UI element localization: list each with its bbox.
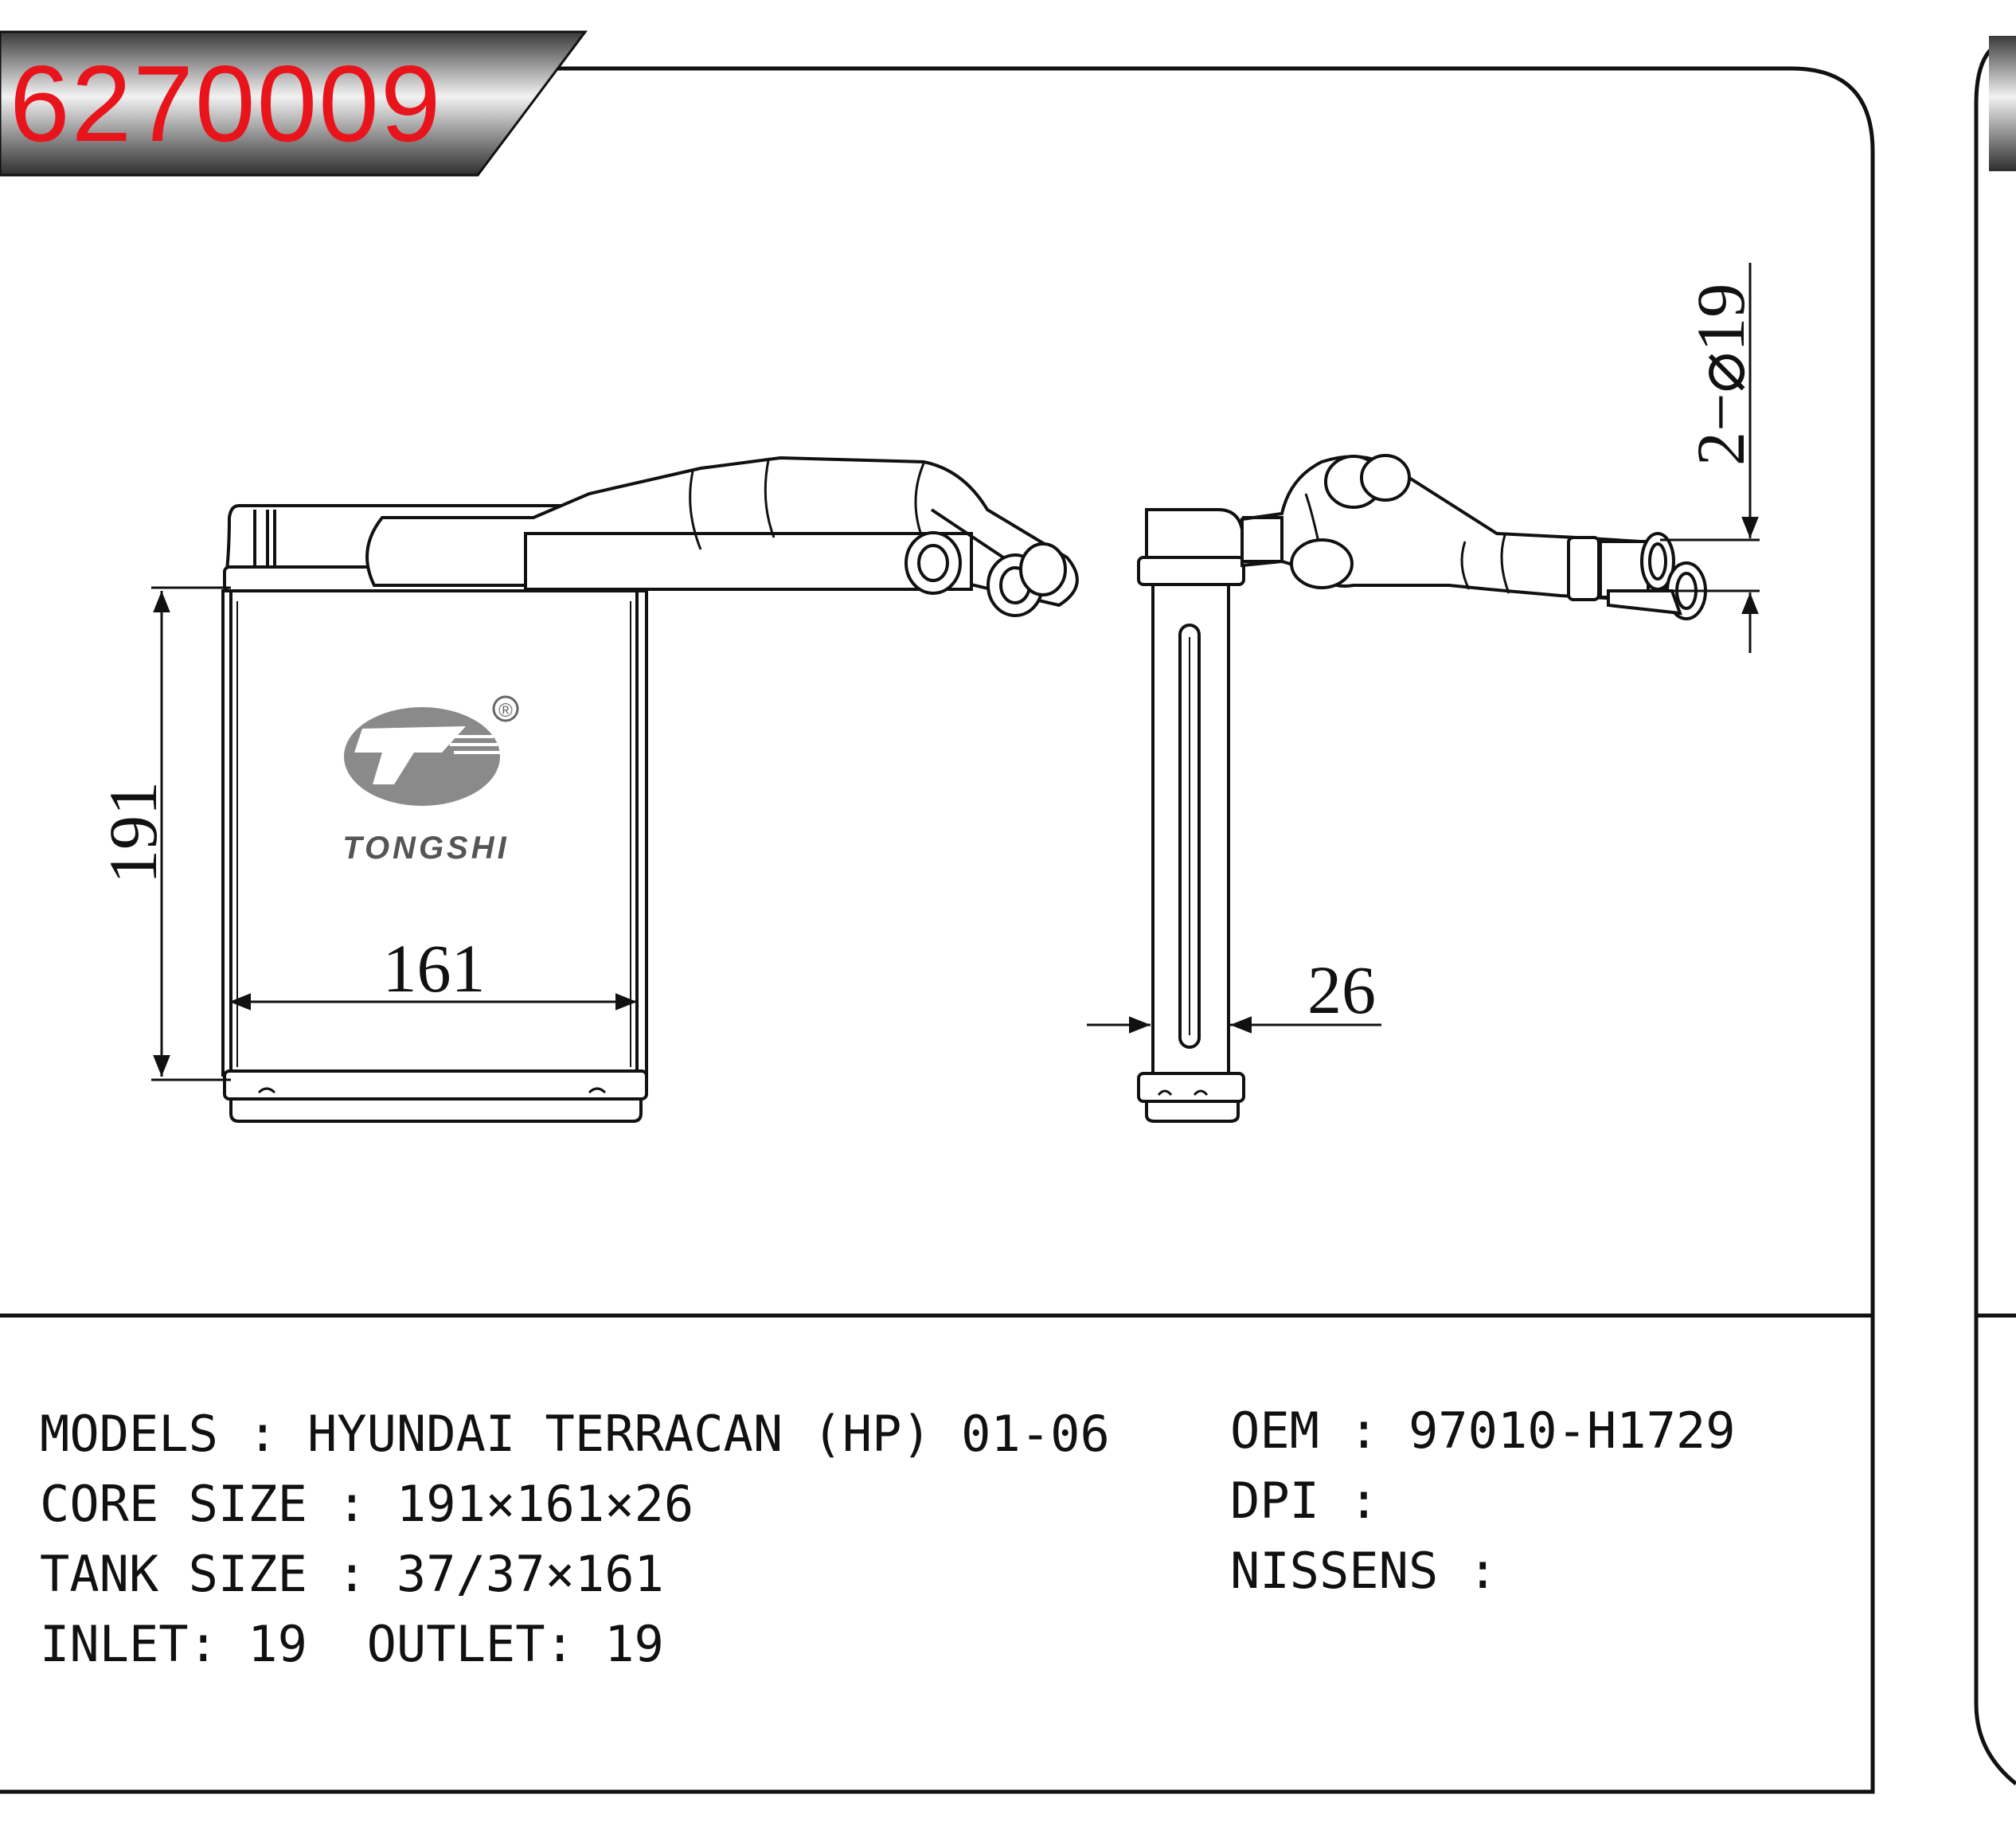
front-view	[221, 456, 1079, 1123]
dim-height-label: 191	[95, 781, 171, 884]
spec-oem: OEM : 97010-H1729	[1230, 1402, 1736, 1460]
brand-logo: ® TONGSHI	[342, 695, 519, 866]
front-dimensions	[151, 586, 637, 1081]
part-number-badge	[0, 30, 588, 177]
adjacent-frame	[1974, 37, 2016, 1785]
brand-logo-cut	[354, 726, 466, 784]
side-dimensions	[1087, 263, 1760, 1034]
main-frame	[0, 66, 1875, 1794]
registered-symbol: ®	[498, 700, 513, 721]
brand-logo-mark	[344, 707, 500, 806]
side-view	[1137, 454, 1707, 1123]
dim-depth-label: 26	[1307, 952, 1376, 1028]
adjacent-badge	[1989, 36, 2016, 171]
spec-inlet-outlet: INLET: 19 OUTLET: 19	[40, 1615, 664, 1673]
spec-nissens: NISSENS :	[1230, 1542, 1498, 1600]
spec-models: MODELS : HYUNDAI TERRACAN (HP) 01-06	[40, 1405, 1110, 1463]
brand-name: TONGSHI	[342, 831, 510, 866]
dim-width-label: 161	[383, 930, 486, 1007]
part-number: 6270009	[10, 43, 443, 164]
spec-core-size: CORE SIZE : 191×161×26	[40, 1475, 694, 1533]
dim-pipe-label: 2−⌀19	[1682, 283, 1759, 466]
spec-dpi: DPI :	[1230, 1472, 1379, 1530]
spec-tank-size: TANK SIZE : 37/37×161	[40, 1545, 664, 1603]
registered-mark	[492, 695, 519, 722]
